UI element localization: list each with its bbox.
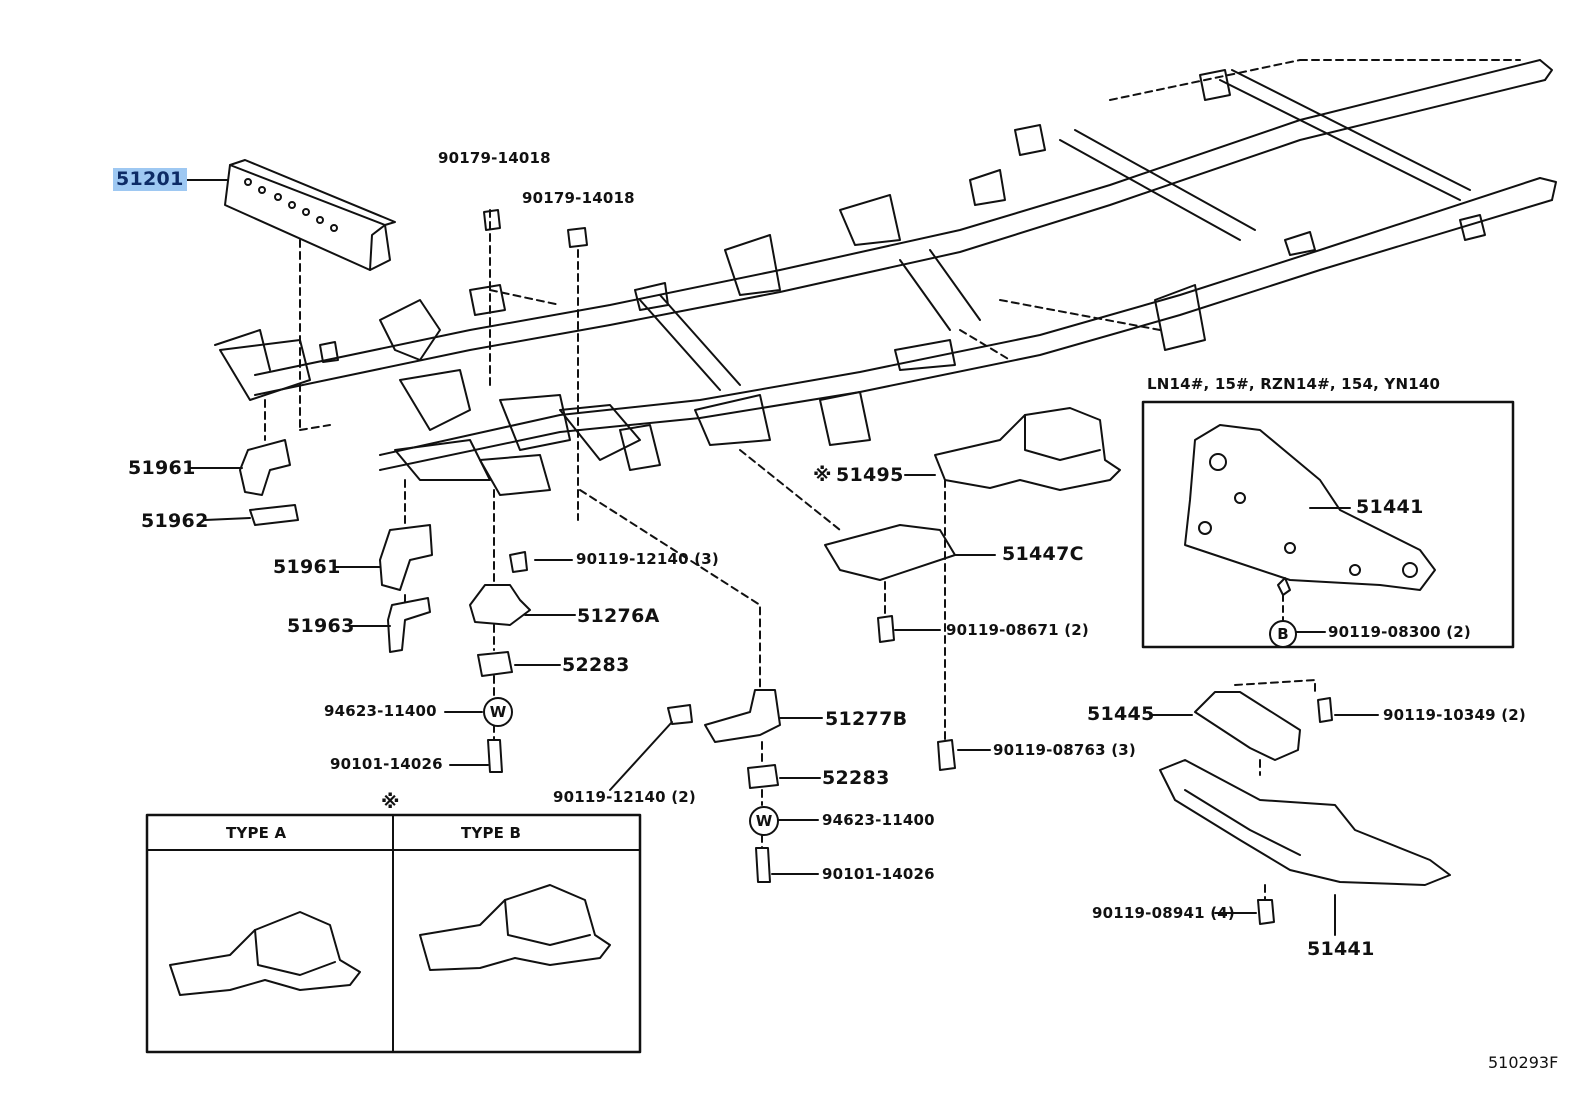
part-label-52283-b[interactable]: 52283 [822, 767, 890, 789]
part-label-51445[interactable]: 51445 [1087, 703, 1155, 725]
w-washer-symbol-a: W [483, 697, 513, 727]
b-bolt-symbol: B [1269, 620, 1297, 648]
part-label-90119-08763[interactable]: 90119-08763 (3) [993, 741, 1136, 759]
crossmember-51201 [179, 159, 396, 431]
w-washer-symbol-b: W [749, 806, 779, 836]
part-label-94623-11400-a[interactable]: 94623-11400 [324, 702, 437, 720]
chassis-frame [214, 59, 1557, 496]
part-label-90119-08941[interactable]: 90119-08941 (4) [1092, 904, 1235, 922]
plate-51447C [739, 449, 996, 643]
part-label-51961-lower[interactable]: 51961 [273, 556, 341, 578]
part-label-52283-a[interactable]: 52283 [562, 654, 630, 676]
part-label-51495[interactable]: 51495 [836, 464, 904, 486]
part-label-51963[interactable]: 51963 [287, 615, 355, 637]
part-label-51201[interactable]: 51201 [113, 168, 187, 191]
crossmember-51441-lower [1159, 759, 1451, 936]
part-label-90119-10349[interactable]: 90119-10349 (2) [1383, 706, 1526, 724]
part-label-51961-top[interactable]: 51961 [128, 457, 196, 479]
note-symbol-types: ※ [381, 791, 400, 813]
part-label-51277B[interactable]: 51277B [825, 708, 908, 730]
engine-mount-51276A [444, 209, 588, 773]
bracket-51961-lower [334, 479, 433, 653]
part-label-90179-14018-a[interactable]: 90179-14018 [438, 149, 551, 167]
crossmember-51445 [1149, 679, 1379, 776]
part-label-90101-14026-a[interactable]: 90101-14026 [330, 755, 443, 773]
variant-box [1141, 400, 1515, 649]
part-label-90179-14018-b[interactable]: 90179-14018 [522, 189, 635, 207]
part-label-90119-08671[interactable]: 90119-08671 (2) [946, 621, 1089, 639]
part-label-51441-lower[interactable]: 51441 [1307, 938, 1375, 960]
engine-mount-51277B [579, 489, 823, 883]
part-label-90119-08300[interactable]: 90119-08300 (2) [1328, 623, 1471, 641]
part-label-90101-14026-b[interactable]: 90101-14026 [822, 865, 935, 883]
type-a-heading: TYPE A [226, 824, 287, 842]
part-label-51441-upper[interactable]: 51441 [1356, 496, 1424, 518]
part-label-51447C[interactable]: 51447C [1002, 543, 1084, 565]
shield-51495 [904, 407, 1121, 771]
part-label-94623-11400-b[interactable]: 94623-11400 [822, 811, 935, 829]
part-label-90119-12140-3[interactable]: 90119-12140 (3) [576, 550, 719, 568]
type-comparison-box [145, 813, 642, 1054]
part-label-51276A[interactable]: 51276A [577, 605, 660, 627]
part-label-90119-12140-2[interactable]: 90119-12140 (2) [553, 788, 696, 806]
variant-box-title: LN14#, 15#, RZN14#, 154, YN140 [1147, 375, 1441, 393]
note-symbol-51495: ※ [813, 464, 832, 486]
bracket-51961-top [189, 399, 299, 526]
diagram-reference-code: 510293F [1488, 1053, 1559, 1072]
type-b-heading: TYPE B [461, 824, 522, 842]
part-label-51962[interactable]: 51962 [141, 510, 209, 532]
